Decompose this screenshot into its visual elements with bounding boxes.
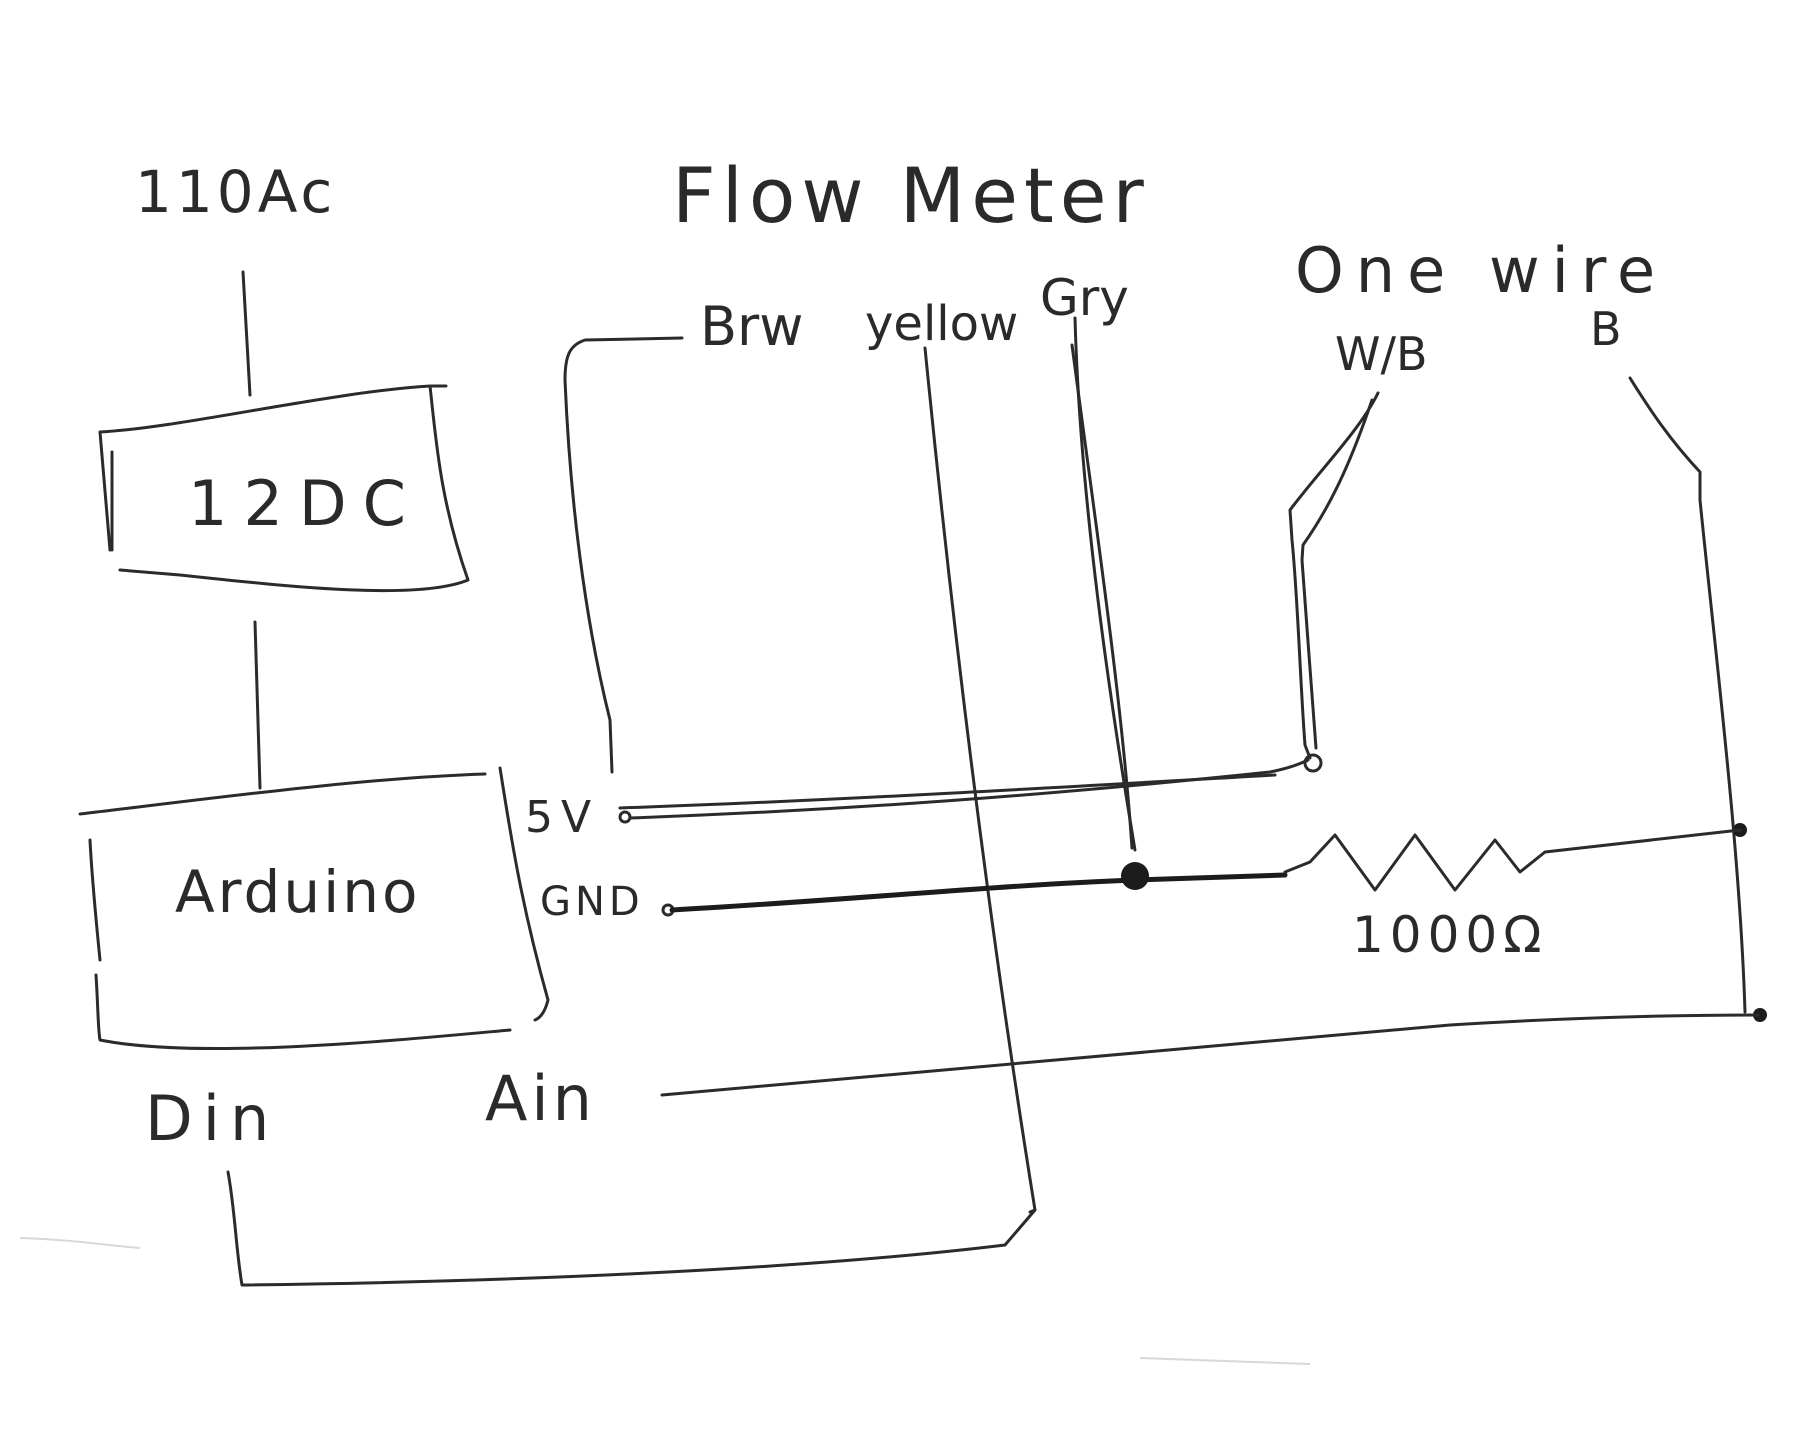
ac-feed-wire bbox=[241, 270, 252, 397]
pin-5v-label: 5V bbox=[525, 792, 599, 843]
one-wire-5v-node bbox=[1303, 753, 1323, 773]
pin-5v-node bbox=[618, 810, 632, 824]
paper-smudge bbox=[19, 1237, 141, 1249]
ain-wire bbox=[660, 1013, 1760, 1097]
gnd-junction-node bbox=[1121, 862, 1149, 890]
one-wire-wb-wire-trace bbox=[1300, 398, 1374, 750]
flow-meter-gray-label: Gry bbox=[1040, 269, 1129, 327]
paper-smudge bbox=[1139, 1357, 1311, 1365]
one-wire-b-ain-node bbox=[1753, 1008, 1767, 1022]
pin-ain-label: Ain bbox=[485, 1062, 596, 1135]
one-wire-b-wire bbox=[1628, 376, 1747, 1014]
one-wire-label: One wire bbox=[1295, 234, 1667, 307]
one-wire-wb-wire bbox=[1288, 391, 1380, 760]
ac-source-label: 110Ac bbox=[135, 158, 336, 226]
power-supply-label: 12DC bbox=[188, 467, 422, 540]
flow-meter-brown-label: Brw bbox=[700, 295, 803, 358]
pin-gnd-label: GND bbox=[540, 879, 644, 925]
5v-rail-wire bbox=[628, 758, 1310, 820]
power-supply-outline bbox=[98, 384, 470, 593]
one-wire-b-label: B bbox=[1590, 302, 1622, 356]
arduino-label: Arduino bbox=[175, 858, 420, 926]
flow-meter-brown-wire bbox=[563, 336, 684, 774]
resistor bbox=[1283, 828, 1742, 892]
pin-din-label: Din bbox=[145, 1082, 279, 1155]
flow-meter-yellow-wire bbox=[923, 346, 1037, 1214]
dc-to-arduino-wire bbox=[253, 620, 262, 790]
flow-meter-label: Flow Meter bbox=[672, 151, 1150, 240]
resistor-label: 1000Ω bbox=[1352, 906, 1547, 964]
din-return-wire bbox=[226, 1170, 1037, 1287]
power-supply-box: 12DC bbox=[98, 384, 470, 593]
flow-meter-yellow-label: yellow bbox=[865, 296, 1018, 352]
5v-rail-wire-trace bbox=[618, 773, 1277, 810]
gnd-rail-wire bbox=[669, 872, 1288, 913]
arduino-box: Arduino bbox=[78, 766, 550, 1051]
arduino-outline bbox=[78, 766, 550, 1051]
one-wire-wb-label: W/B bbox=[1335, 327, 1428, 381]
